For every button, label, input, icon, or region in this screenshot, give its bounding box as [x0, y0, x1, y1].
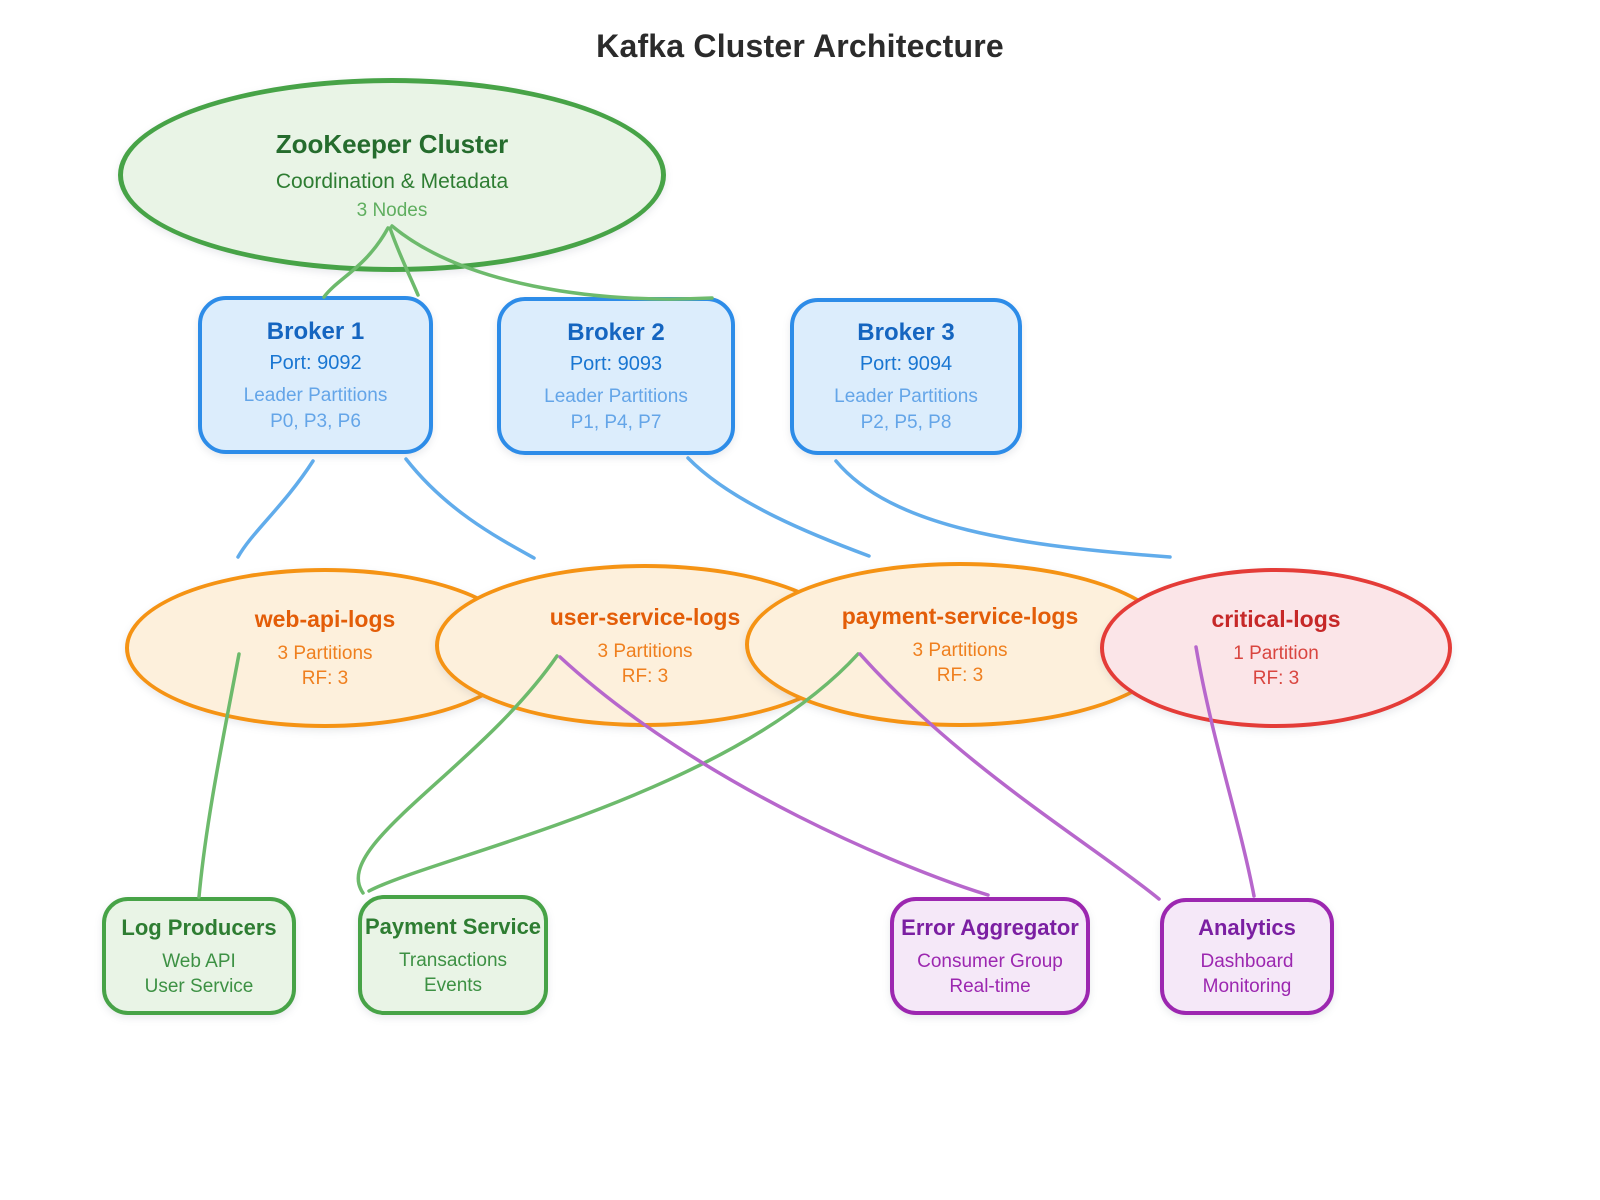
topic-payment-service-logs-partitions: 3 Partitions [912, 639, 1008, 661]
broker-2-title: Broker 2 [567, 318, 665, 346]
error-aggregator-line2: Real-time [949, 975, 1031, 997]
log-producers-line1: Web API [162, 950, 236, 972]
log-producers-title: Log Producers [121, 914, 277, 940]
topic-user-service-logs-title: user-service-logs [549, 603, 741, 630]
broker-2-port: Port: 9093 [569, 352, 663, 375]
broker-1-leader-label: Leader Partitions [243, 384, 388, 406]
analytics-line1: Dashboard [1200, 951, 1294, 972]
payment-service-node: Payment Service Transactions Events [358, 895, 548, 1015]
error-aggregator-node: Error Aggregator Consumer Group Real-tim… [890, 897, 1090, 1015]
zookeeper-title: ZooKeeper Cluster [275, 128, 509, 159]
topic-web-api-logs-rf: RF: 3 [301, 668, 349, 689]
broker-2-partitions: P1, P4, P7 [570, 411, 662, 433]
edge-broker2-payment-service-logs [686, 456, 871, 558]
zookeeper-cluster-node: ZooKeeper Cluster Coordination & Metadat… [118, 78, 666, 272]
error-aggregator-line1: Consumer Group [917, 950, 1063, 972]
broker-2-node: Broker 2 Port: 9093 Leader Partitions P1… [497, 297, 735, 455]
topic-critical-logs: critical-logs 1 Partition RF: 3 [1100, 568, 1452, 728]
topic-critical-logs-rf: RF: 3 [1252, 668, 1300, 689]
broker-3-leader-label: Leader Partitions [834, 386, 978, 407]
payment-service-title: Payment Service [364, 913, 542, 939]
error-aggregator-title: Error Aggregator [901, 914, 1079, 940]
analytics-node: Analytics Dashboard Monitoring [1160, 898, 1334, 1015]
page-title: Kafka Cluster Architecture [596, 28, 1004, 64]
blue-edges [236, 456, 1172, 560]
topic-web-api-logs-title: web-api-logs [254, 606, 396, 632]
topic-critical-logs-partitions: 1 Partition [1233, 643, 1319, 664]
topic-web-api-logs-partitions: 3 Partitions [277, 643, 373, 664]
edge-broker1-user-service-logs [404, 457, 536, 560]
edge-broker1-web-api-logs [236, 459, 315, 559]
broker-3-title: Broker 3 [857, 319, 955, 346]
topic-user-service-logs-partitions: 3 Partitions [597, 640, 693, 662]
broker-3-partitions: P2, P5, P8 [860, 412, 952, 433]
topic-user-service-logs-rf: RF: 3 [621, 665, 669, 687]
topic-payment-service-logs-rf: RF: 3 [936, 664, 984, 686]
analytics-title: Analytics [1198, 915, 1296, 940]
broker-1-partitions: P0, P3, P6 [270, 410, 361, 432]
analytics-line2: Monitoring [1202, 976, 1292, 997]
payment-service-line2: Events [423, 974, 483, 996]
log-producers-node: Log Producers Web API User Service [102, 897, 296, 1015]
broker-3-port: Port: 9094 [859, 353, 953, 375]
edge-broker3-critical-logs [834, 459, 1172, 559]
payment-service-line1: Transactions [398, 949, 508, 971]
broker-2-leader-label: Leader Partitions [544, 385, 688, 407]
broker-1-title: Broker 1 [266, 317, 365, 345]
zookeeper-node-count: 3 Nodes [356, 199, 428, 221]
topic-critical-logs-title: critical-logs [1211, 606, 1341, 632]
broker-1-port: Port: 9092 [269, 351, 362, 374]
broker-1-node: Broker 1 Port: 9092 Leader Partitions P0… [198, 296, 433, 454]
broker-3-node: Broker 3 Port: 9094 Leader Partitions P2… [790, 298, 1022, 455]
topic-payment-service-logs-title: payment-service-logs [841, 602, 1079, 629]
log-producers-line2: User Service [144, 975, 254, 997]
zookeeper-subtitle: Coordination & Metadata [275, 169, 509, 193]
